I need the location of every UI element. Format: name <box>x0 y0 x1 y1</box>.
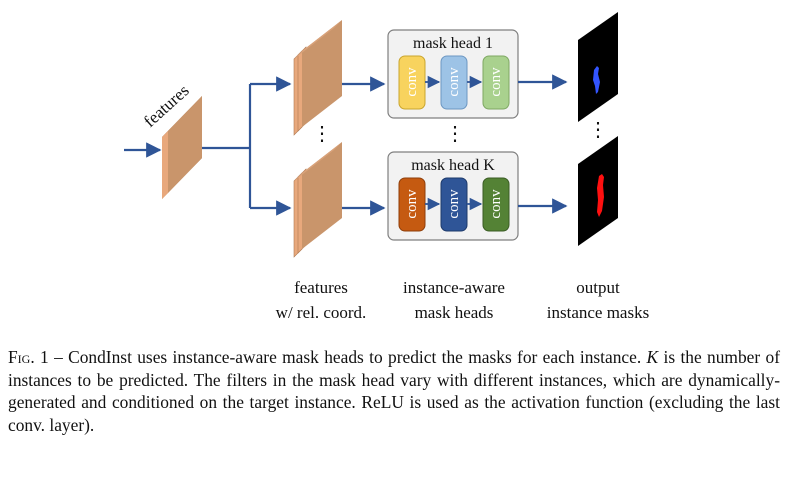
condinst-diagram: features ⋮ mask head 1 conv conv conv ⋮ <box>124 12 618 258</box>
label-output-masks: output instance masks <box>528 275 668 325</box>
caption-sentence-1: CondInst uses instance-aware mask heads … <box>68 347 647 367</box>
conv-label: conv <box>404 67 420 97</box>
masks-ellipsis: ⋮ <box>588 119 608 141</box>
mask-head-k: mask head K conv conv conv <box>387 151 519 241</box>
conv-label: conv <box>404 189 420 219</box>
features-ellipsis: ⋮ <box>312 123 332 145</box>
feature-map-rel-coord-bottom <box>293 142 342 258</box>
conv-layer <box>482 177 510 232</box>
label-features-line2: w/ rel. coord. <box>275 303 367 322</box>
label-output-line2: instance masks <box>546 303 650 322</box>
conv-label: conv <box>446 67 462 97</box>
label-heads-line2: mask heads <box>414 303 494 322</box>
input-feature-map <box>162 96 202 199</box>
mask-head-k-title: mask head K <box>411 157 495 174</box>
conv-layer <box>482 55 510 110</box>
mask-1-instance <box>593 66 600 94</box>
label-features-rel-coord: features w/ rel. coord. <box>258 275 384 325</box>
caption-variable-k: K <box>646 347 659 367</box>
label-heads-line1: instance-aware <box>403 278 505 297</box>
heads-ellipsis: ⋮ <box>445 123 465 145</box>
label-instance-aware-heads: instance-aware mask heads <box>384 275 524 325</box>
figure-number: Fig. 1 <box>8 347 49 367</box>
figure-caption: Fig. 1 – CondInst uses instance-aware ma… <box>8 346 780 436</box>
label-features-line1: features <box>294 278 348 297</box>
output-mask-1 <box>578 12 618 122</box>
label-output-line1: output <box>576 278 620 297</box>
feature-map-rel-coord-top <box>293 20 342 136</box>
conv-label: conv <box>446 189 462 219</box>
mask-head-1-title: mask head 1 <box>413 35 493 52</box>
conv-label: conv <box>488 189 504 219</box>
caption-dash: – <box>48 347 69 367</box>
conv-label: conv <box>488 67 504 97</box>
output-mask-k <box>578 136 618 246</box>
branch-connector <box>202 84 252 208</box>
mask-head-1: mask head 1 conv conv conv <box>387 29 519 119</box>
mask-k-instance <box>597 174 604 217</box>
caption-sentence-2: is the number of instances to be predict… <box>8 347 780 435</box>
